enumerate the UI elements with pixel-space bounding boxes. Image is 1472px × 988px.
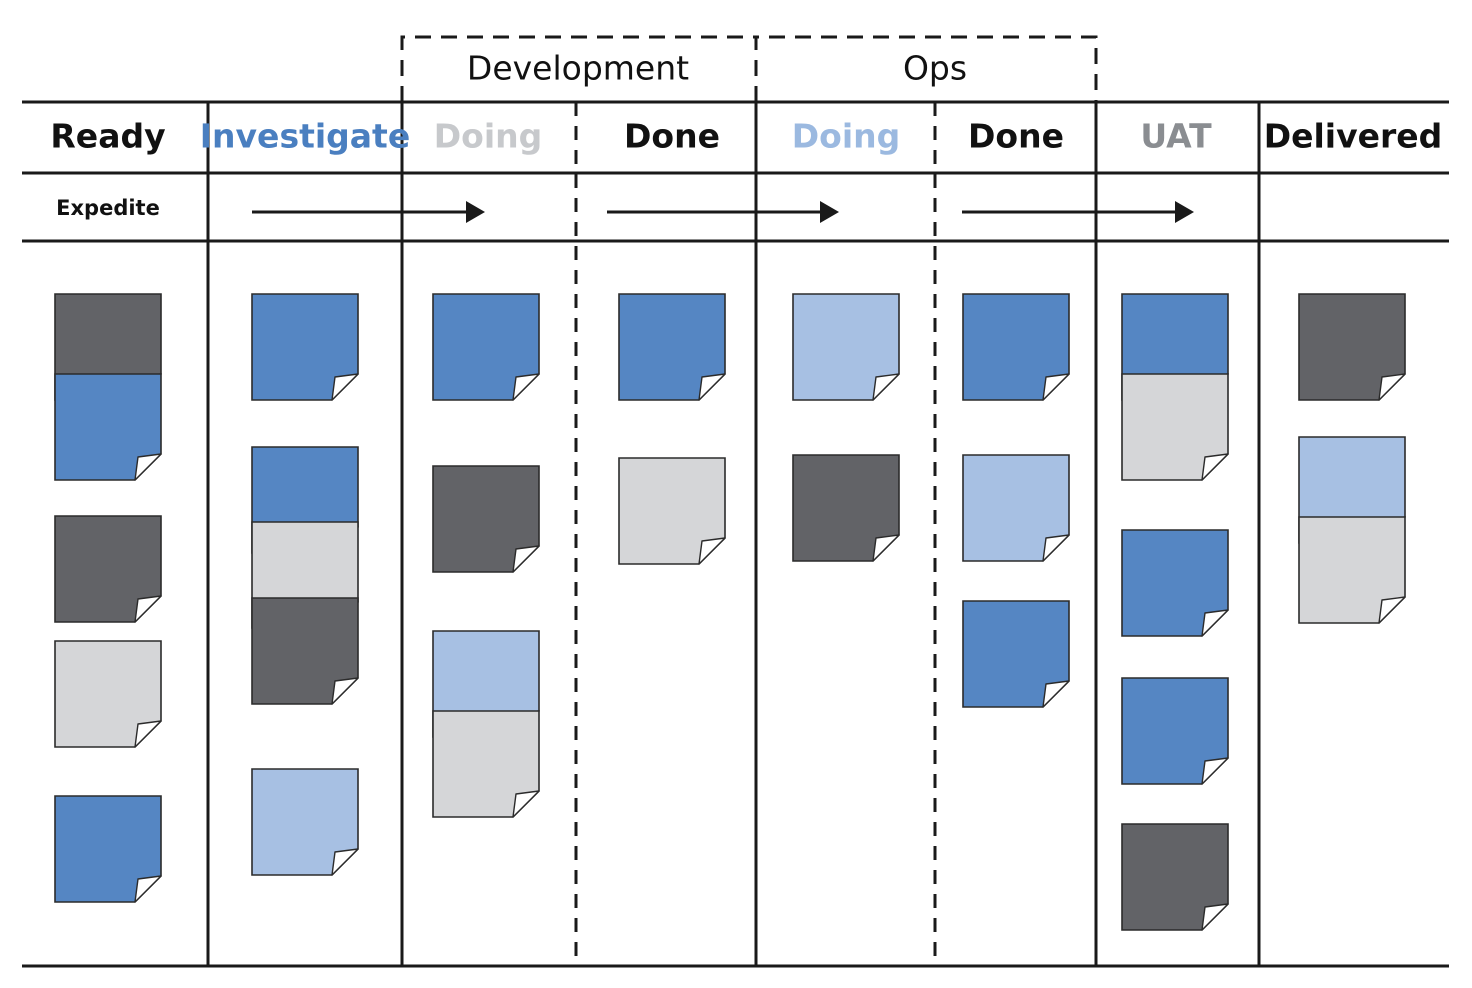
card-fold-7-5 [1201,903,1229,931]
column-header-ops-doing: Doing [791,116,901,156]
card-fold-6-1 [1042,373,1070,401]
card-fold-1-3 [134,595,162,623]
card-fold-6-2 [1042,534,1070,562]
card-fold-5-1 [872,373,900,401]
column-header-ops-done: Done [968,116,1064,156]
card-fold-7-2 [1201,453,1229,481]
card-fold-3-4 [512,790,540,818]
card-fold-4-1 [698,373,726,401]
card-fold-2-1 [331,373,359,401]
card-fold-8-1 [1378,373,1406,401]
column-header-investigate: Investigate [199,116,411,156]
lane-label-expedite: Expedite [56,196,160,220]
card-fold-3-2 [512,545,540,573]
card-fold-3-1 [512,373,540,401]
column-header-uat: UAT [1140,116,1212,156]
card-fold-1-4 [134,720,162,748]
card-fold-7-4 [1201,757,1229,785]
expedite-arrow-head-3 [1175,201,1194,223]
group-box-ops [754,35,1098,102]
card-fold-4-2 [698,537,726,565]
card-fold-1-2 [134,453,162,481]
group-label-development: Development [466,48,690,88]
card-fold-2-4 [331,677,359,705]
card-fold-5-2 [872,534,900,562]
column-header-ready: Ready [50,116,166,156]
card-fold-2-5 [331,848,359,876]
card-fold-8-3 [1378,596,1406,624]
card-fold-1-5 [134,875,162,903]
card-fold-6-3 [1042,680,1070,708]
expedite-arrow-head-2 [820,201,839,223]
column-header-development-doing: Doing [433,116,543,156]
expedite-arrow-head-1 [466,201,485,223]
group-label-ops: Ops [902,48,968,88]
card-fold-7-3 [1201,609,1229,637]
column-header-development-done: Done [624,116,720,156]
column-header-delivered: Delivered [1263,116,1443,156]
